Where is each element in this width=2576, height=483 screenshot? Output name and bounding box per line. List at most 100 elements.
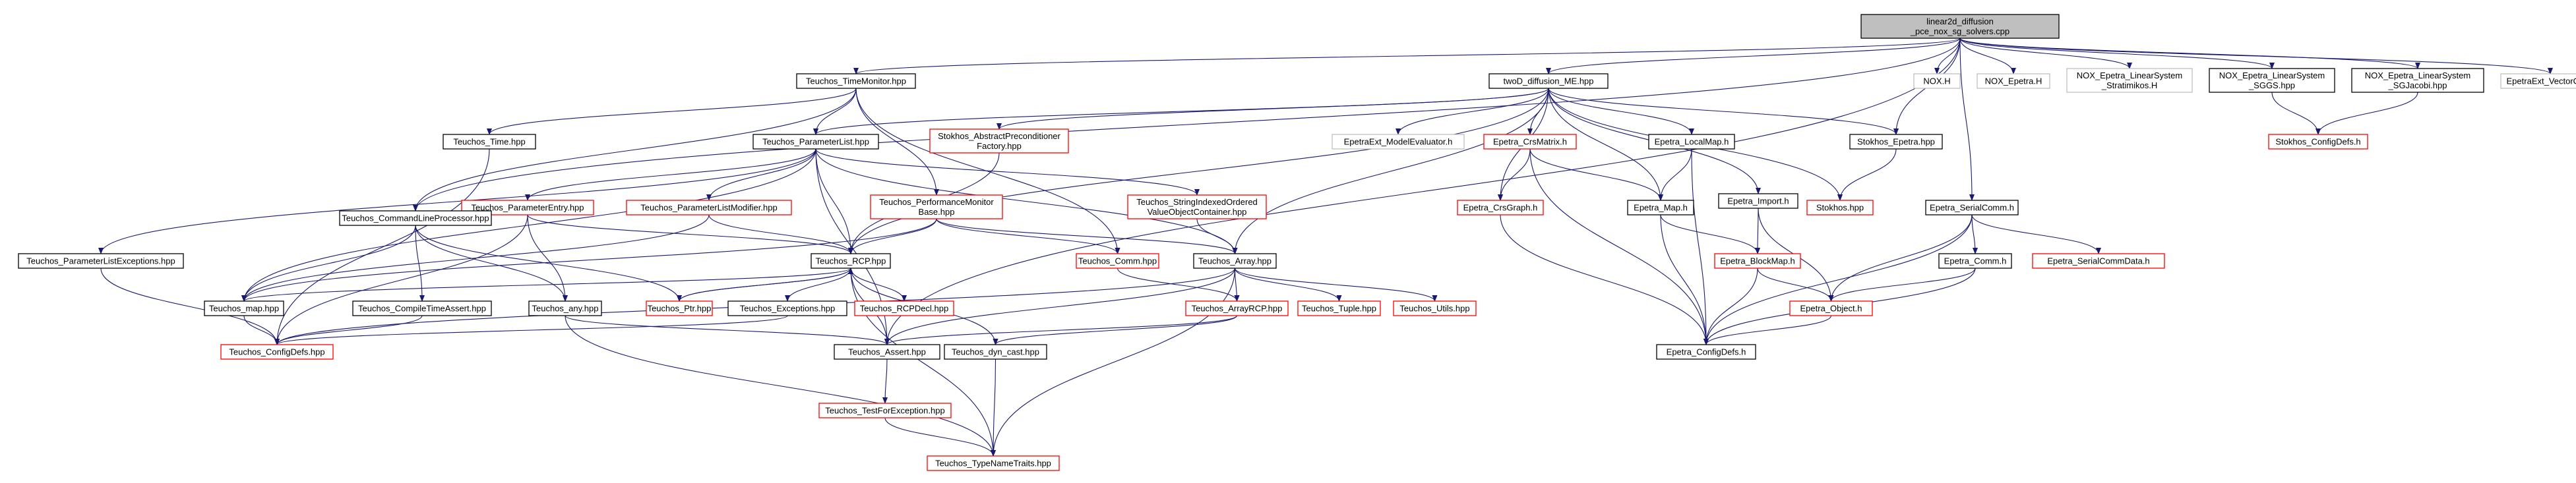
node-epetra-localmap-h[interactable]: Epetra_LocalMap.h (1648, 134, 1735, 150)
edge-paramlistexc-to-tconfig (100, 268, 280, 345)
node-epetra-import-h[interactable]: Epetra_Import.h (1718, 193, 1798, 209)
node-teuchos-ptr-hpp: Teuchos_Ptr.hpp (646, 300, 713, 316)
edge-rcp-to-exceptions (785, 268, 851, 302)
node-epetraext-vectorout-h: EpetraExt_VectorOut.h (2500, 73, 2576, 89)
edge-noxjacobi-to-stokconfig (2315, 92, 2418, 135)
node-label: Stokhos_ConfigDefs.h (2275, 137, 2360, 147)
node-label: Factory.hpp (977, 141, 1022, 151)
node-box (2209, 68, 2335, 93)
node-label: Teuchos_map.hpp (209, 304, 279, 314)
node-box (1457, 200, 1544, 215)
node-epetra-map-h[interactable]: Epetra_Map.h (1627, 200, 1694, 215)
node-teuchos-configdefs-hpp: Teuchos_ConfigDefs.hpp (220, 344, 334, 360)
edge-root-to-twod (1546, 38, 1961, 74)
node-label: Teuchos_TimeMonitor.hpp (806, 76, 906, 86)
edge-dyncast-to-typename (991, 358, 997, 457)
node-box (443, 134, 536, 150)
edge-cmdline-to-comptime (415, 225, 425, 302)
edge-crsmatrix-to-map (1529, 148, 1663, 201)
node-label: Teuchos_StringIndexedOrdered (1136, 197, 1258, 207)
node-label: linear2d_diffusion (1926, 16, 1994, 26)
node-teuchos-map-hpp[interactable]: Teuchos_map.hpp (204, 300, 284, 316)
edge-localmap-to-epconfig (1691, 148, 1709, 345)
node-epetra-comm-h[interactable]: Epetra_Comm.h (1938, 253, 2012, 269)
node-box (2032, 253, 2165, 269)
edge-twod-to-stokepetra (1548, 88, 1899, 135)
node-box (727, 300, 847, 316)
node-teuchos-assert-hpp[interactable]: Teuchos_Assert.hpp (834, 344, 940, 360)
edge-root-to-assert (884, 38, 1961, 345)
node-label: Stokhos_AbstractPreconditioner (938, 131, 1060, 141)
node-teuchos-time-hpp[interactable]: Teuchos_Time.hpp (443, 134, 536, 150)
node-box (1332, 134, 1465, 150)
node-label: Teuchos_Utils.hpp (1399, 304, 1469, 314)
node-teuchos-exceptions-hpp[interactable]: Teuchos_Exceptions.hpp (727, 300, 847, 316)
node-teuchos-commandlineprocessor-hpp[interactable]: Teuchos_CommandLineProcessor.hpp (339, 210, 492, 226)
node-stokhos-abstractpreconditioner-factory-hpp: Stokhos_AbstractPreconditionerFactory.hp… (929, 128, 1069, 154)
node-label: NOX_Epetra_LinearSystem (2077, 71, 2182, 80)
edge-paramlist-to-rcp (815, 148, 853, 254)
node-label: _SGGS.hpp (2248, 80, 2295, 90)
node-teuchos-rcp-hpp[interactable]: Teuchos_RCP.hpp (811, 253, 891, 269)
node-box (1938, 253, 2012, 269)
edge-twod-to-rcp (848, 88, 1549, 254)
node-stokhos-epetra-hpp[interactable]: Stokhos_Epetra.hpp (1849, 134, 1943, 150)
nodes-layer: linear2d_diffusion_pce_nox_sg_solvers.cp… (18, 14, 2576, 471)
node-teuchos-any-hpp[interactable]: Teuchos_any.hpp (528, 300, 602, 316)
edge-stokepetra-to-stokhos (1837, 148, 1897, 201)
edge-epobject-to-epconfig (1703, 315, 1832, 345)
edge-tmap-to-tconfig (243, 315, 280, 345)
node-label: Epetra_Import.h (1727, 196, 1789, 206)
edge-serialcomm-to-epcomm (1971, 214, 1978, 254)
node-label: Teuchos_TypeNameTraits.hpp (935, 459, 1051, 469)
edge-blockmap-to-epconfig (1703, 268, 1758, 345)
edge-testexc-to-typename (884, 417, 996, 457)
node-label: NOX_Epetra.H (1985, 76, 2042, 86)
node-box (1483, 134, 1577, 150)
node-nox-epetra-linearsystem-sggs-hpp[interactable]: NOX_Epetra_LinearSystem_SGGS.hpp (2209, 68, 2335, 93)
edge-paramlist-to-paramlistmod (706, 148, 816, 201)
node-epetra-configdefs-h[interactable]: Epetra_ConfigDefs.h (1656, 344, 1756, 360)
node-teuchos-stringindexedordered-valueobjectcontainer-hpp: Teuchos_StringIndexedOrderedValueObjectC… (1127, 194, 1267, 219)
node-label: NOX.H (1923, 76, 1950, 86)
node-teuchos-array-hpp[interactable]: Teuchos_Array.hpp (1193, 253, 1277, 269)
node-linear2d-diffusion-pce-nox-sg-solvers-cpp[interactable]: linear2d_diffusion_pce_nox_sg_solvers.cp… (1860, 14, 2060, 39)
node-stokhos-hpp: Stokhos.hpp (1806, 200, 1874, 215)
node-epetra-serialcomm-h[interactable]: Epetra_SerialComm.h (1925, 200, 2019, 215)
edge-root-to-noxepetra (1959, 38, 2016, 74)
edge-array-to-typename (991, 268, 1236, 457)
edge-rcp-to-rcpdecl (850, 268, 907, 302)
edge-timemonitor-to-perfmon (855, 88, 939, 196)
edge-paramlist-to-paramlistexc (98, 148, 816, 254)
node-box (2500, 73, 2576, 89)
node-label: Stokhos.hpp (1816, 203, 1864, 213)
edge-epcomm-to-epobject (1828, 268, 1976, 302)
edge-timemonitor-to-cmdline (413, 88, 857, 212)
node-epetra-serialcommdata-h: Epetra_SerialCommData.h (2032, 253, 2165, 269)
node-label: Epetra_CrsMatrix.h (1493, 137, 1567, 147)
node-teuchos-rcpdecl-hpp: Teuchos_RCPDecl.hpp (854, 300, 954, 316)
node-box (929, 128, 1069, 154)
node-epetra-object-h: Epetra_Object.h (1789, 300, 1873, 316)
node-nox-epetra-linearsystem-sgjacobi-hpp[interactable]: NOX_Epetra_LinearSystem_SGJacobi.hpp (2351, 68, 2484, 93)
node-teuchos-parameterlist-hpp[interactable]: Teuchos_ParameterList.hpp (752, 134, 879, 150)
edge-perfmon-to-rcp (848, 218, 937, 254)
node-label: EpetraExt_VectorOut.h (2507, 76, 2576, 86)
node-teuchos-parameterentry-hpp: Teuchos_ParameterEntry.hpp (461, 200, 594, 215)
node-box (204, 300, 284, 316)
node-teuchos-dyn-cast-hpp[interactable]: Teuchos_dyn_cast.hpp (944, 344, 1047, 360)
node-teuchos-compiletimeassert-hpp[interactable]: Teuchos_CompileTimeAssert.hpp (352, 300, 492, 316)
node-teuchos-parameterlistexceptions-hpp[interactable]: Teuchos_ParameterListExceptions.hpp (18, 253, 184, 269)
node-box (220, 344, 334, 360)
node-twod-diffusion-me-hpp[interactable]: twoD_diffusion_ME.hpp (1488, 73, 1609, 89)
node-teuchos-timemonitor-hpp[interactable]: Teuchos_TimeMonitor.hpp (796, 73, 916, 89)
node-box (1488, 73, 1609, 89)
node-teuchos-arrayrcp-hpp: Teuchos_ArrayRCP.hpp (1185, 300, 1289, 316)
node-box (1977, 73, 2050, 89)
edge-arrayrcp-to-assert (884, 315, 1238, 345)
node-label: _Stratimikos.H (2101, 80, 2158, 90)
node-label: twoD_diffusion_ME.hpp (1503, 76, 1593, 86)
edge-any-to-assert (565, 315, 890, 345)
node-label: Teuchos_CommandLineProcessor.hpp (342, 213, 489, 223)
